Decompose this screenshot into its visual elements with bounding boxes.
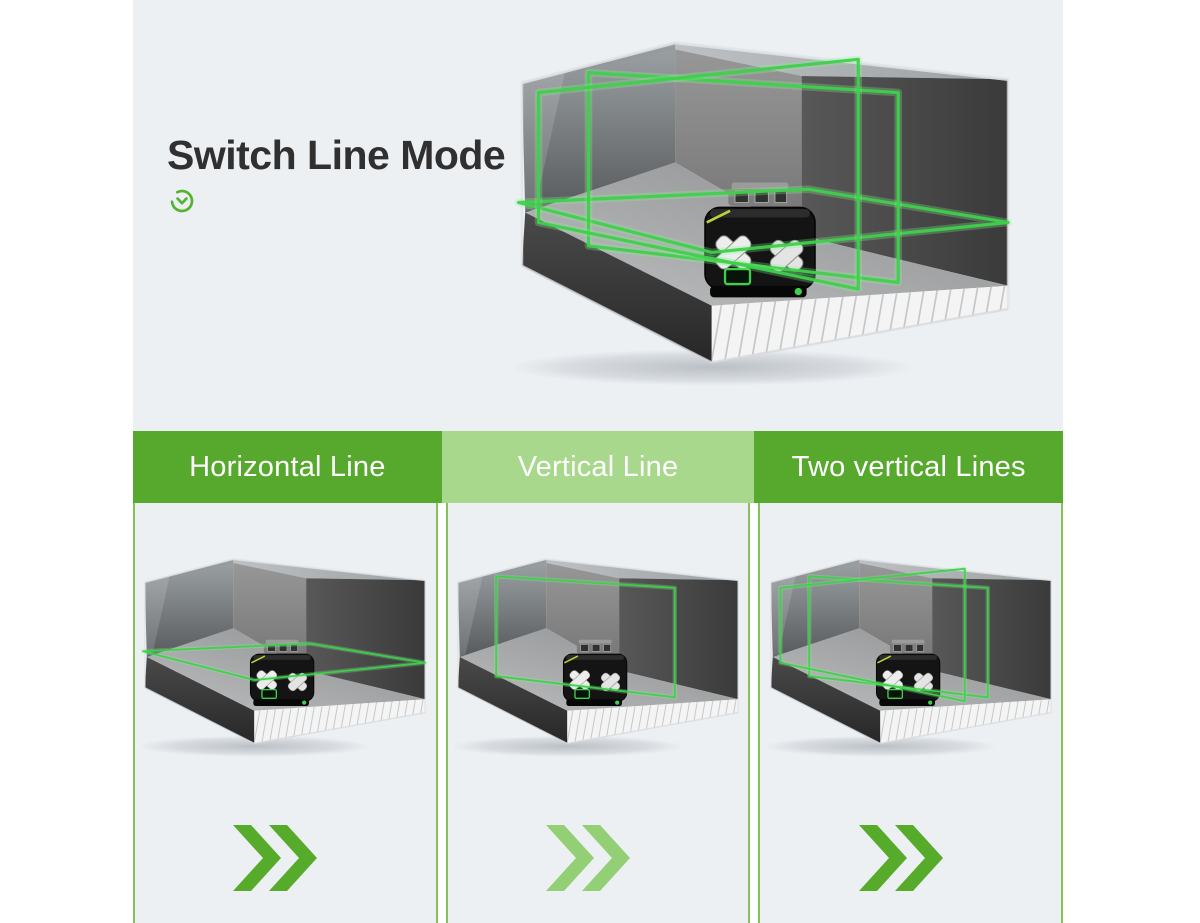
room-shadow [141,735,372,757]
room-box-3d [141,558,428,757]
laser-lines [515,55,1012,293]
room-shadow [766,735,998,757]
device-display [723,267,752,286]
mode-header-two-vertical: Two vertical Lines [754,431,1064,503]
room-shadow [454,735,685,757]
laser-lines [494,574,678,700]
mode-header-vertical: Vertical Line [441,431,755,503]
room-right-wall [801,75,1009,286]
room-box-3d [766,558,1052,757]
laser-room-illustration-hero [515,36,1015,389]
circle-chevron-down-icon [169,188,195,214]
laser-room-illustration-vertical [454,555,742,759]
room-box-3d [515,40,1012,386]
mode-body-vertical [445,503,751,923]
laser-lines [141,641,428,683]
butterfly-reflector-left [256,670,278,690]
room-left-glass-wall [770,559,859,657]
laser-room-illustration-two-vertical [766,555,1055,759]
mode-column-horizontal: Horizontal Line [133,431,442,923]
butterfly-reflector-right [600,672,621,692]
floor-slab-side [770,657,880,744]
infographic-content: Switch Line Mode [133,0,1064,923]
double-chevron-right-icon [858,825,963,891]
double-chevron-right-icon [546,825,650,891]
device-display [886,688,903,699]
laser-room-illustration-horizontal [141,555,429,759]
hero-section: Switch Line Mode [133,0,1063,431]
room-left-glass-wall [145,559,234,657]
mode-column-two-vertical: Two vertical Lines [754,431,1064,923]
room-left-glass-wall [521,42,676,213]
room-shadow [515,349,915,386]
hero-text-block: Switch Line Mode [167,132,506,214]
mode-header-horizontal: Horizontal Line [133,431,442,503]
room-box-3d [454,558,739,757]
mode-body-two-vertical [758,503,1064,923]
room-right-wall [619,578,739,700]
laser-lines [777,566,990,704]
mode-comparison-section: Horizontal Line [133,431,1064,923]
room-right-wall [931,578,1051,700]
butterfly-reflector-right [913,672,933,692]
room-left-glass-wall [457,559,547,657]
floor-slab-side [521,212,712,363]
double-chevron-right-icon [233,825,337,891]
device-display [574,688,591,699]
mode-column-vertical: Vertical Line [441,431,755,923]
page-title: Switch Line Mode [167,132,506,178]
floor-slab-side [457,657,568,744]
room-right-wall [306,578,426,700]
device-display [261,688,278,699]
floor-slab-side [145,657,255,744]
mode-body-horizontal [133,503,438,923]
